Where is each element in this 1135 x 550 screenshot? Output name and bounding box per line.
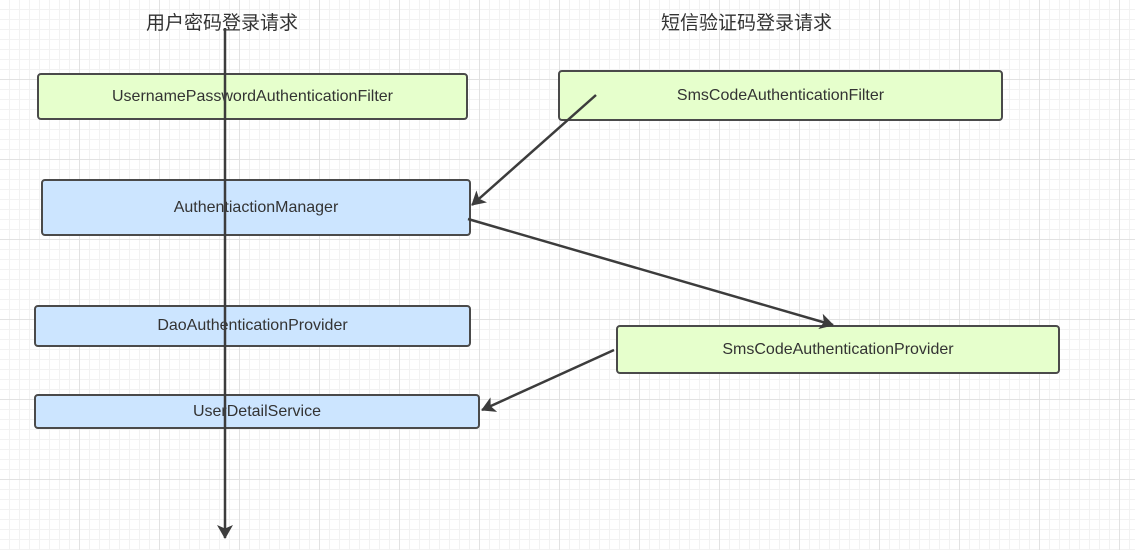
- sms-code-authentication-provider-node[interactable]: SmsCodeAuthenticationProvider: [616, 325, 1060, 374]
- username-password-filter-node[interactable]: UsernamePasswordAuthenticationFilter: [37, 73, 468, 120]
- sms-provider-to-user-detail-arrow: [481, 348, 615, 412]
- manager-to-sms-provider-arrow: [467, 217, 834, 330]
- sms-code-filter-node[interactable]: SmsCodeAuthenticationFilter: [558, 70, 1003, 121]
- header-password-login: 用户密码登录请求: [146, 12, 299, 34]
- user-detail-service-node[interactable]: UserDetailService: [34, 394, 480, 429]
- header-sms-login: 短信验证码登录请求: [661, 12, 833, 34]
- authentication-manager-node[interactable]: AuthentiactionManager: [41, 179, 471, 236]
- dao-authentication-provider-node[interactable]: DaoAuthenticationProvider: [34, 305, 471, 347]
